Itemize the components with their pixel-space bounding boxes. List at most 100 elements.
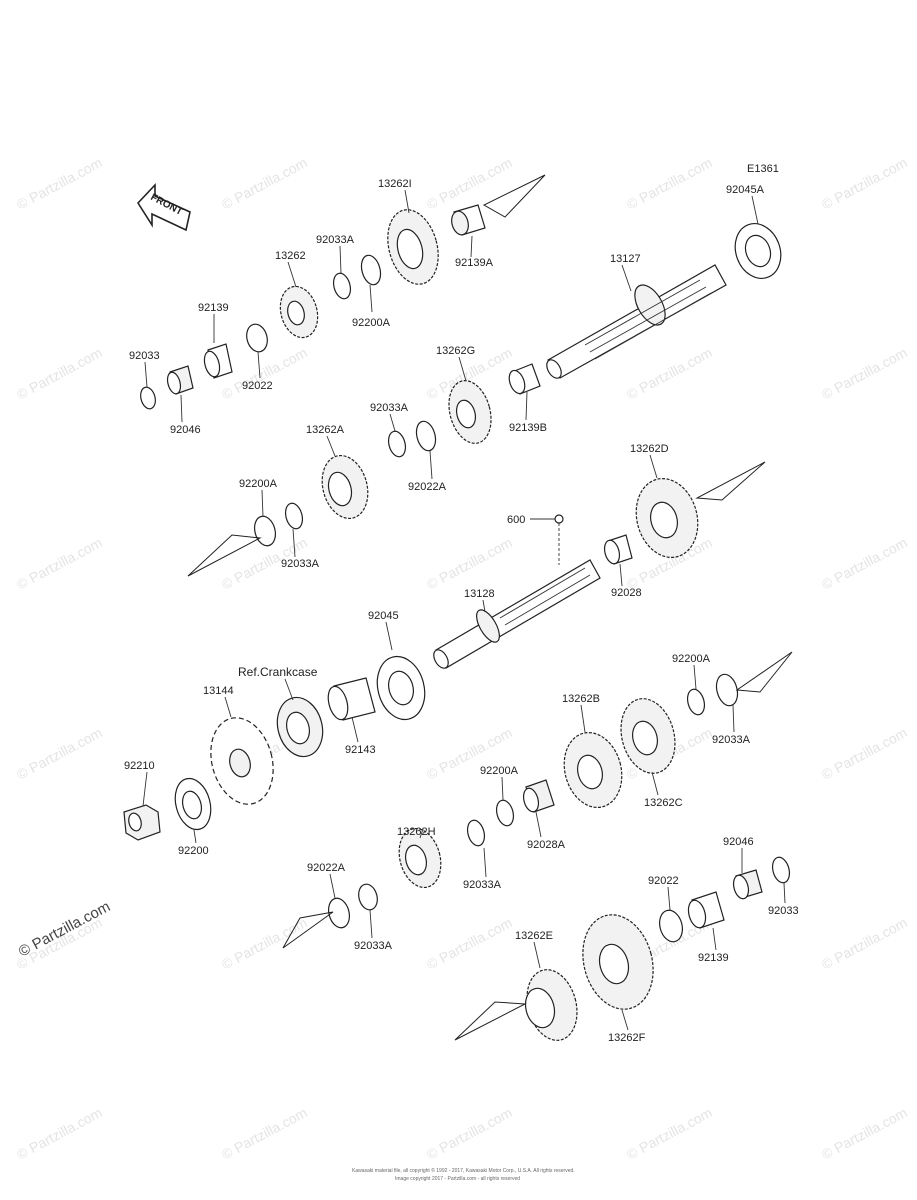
circlip-92033a-1 [332, 272, 352, 300]
label-13262d: 13262D [630, 443, 669, 455]
gear-13262i [387, 209, 439, 285]
label-13127: 13127 [610, 253, 641, 265]
label-92022-2: 92022 [648, 875, 679, 887]
bushing-92028 [603, 534, 633, 565]
watermark-text: © Partzilla.com [219, 1104, 310, 1162]
watermark-text: © Partzilla.com [819, 154, 910, 212]
gear-13262h [398, 827, 442, 889]
label-13262e: 13262E [515, 930, 553, 942]
bushing-92139-2 [687, 891, 725, 929]
label-92022a-2: 92022A [307, 862, 346, 874]
watermark-text: © Partzilla.com [14, 1104, 105, 1162]
watermark-text: © Partzilla.com [819, 344, 910, 402]
label-13128: 13128 [464, 588, 495, 600]
gear-13262e [524, 969, 578, 1041]
watermark-text: © Partzilla.com [819, 534, 910, 592]
label-92033a-3: 92033A [281, 558, 320, 570]
gear-13262f [582, 914, 654, 1010]
watermark-text: © Partzilla.com [819, 1104, 910, 1162]
washer-92022-2 [658, 909, 684, 943]
copyright-line-1: Kawasaki material file, all copyright © … [352, 1167, 575, 1174]
washer-92200a-2 [253, 515, 277, 547]
gear-13262a [321, 454, 369, 520]
label-92033-2: 92033 [768, 905, 799, 917]
label-92139-2: 92139 [698, 952, 729, 964]
watermark-text: © Partzilla.com [14, 724, 105, 782]
watermark-text: © Partzilla.com [219, 914, 310, 972]
label-92139a: 92139A [455, 257, 494, 269]
label-92028a: 92028A [527, 839, 566, 851]
circlip-92033a-6 [358, 883, 378, 911]
circlip-92033a-3 [284, 502, 304, 530]
diagram-code: E1361 [747, 163, 779, 175]
label-92046-2: 92046 [723, 836, 754, 848]
label-13262c: 13262C [644, 797, 683, 809]
input-shaft-13127 [546, 264, 727, 379]
needle-bearing-92046-1 [166, 365, 194, 395]
label-92045a: 92045A [726, 184, 765, 196]
label-92200a-4: 92200A [480, 765, 519, 777]
label-13262f: 13262F [608, 1032, 646, 1044]
watermark-text: © Partzilla.com [14, 534, 105, 592]
label-13262h: 13262H [397, 826, 436, 838]
watermark-text: © Partzilla.com [219, 154, 310, 212]
reference-lines [187, 174, 793, 1041]
bearing-92045a [734, 223, 782, 279]
label-92200: 92200 [178, 845, 209, 857]
label-92200a-1: 92200A [352, 317, 391, 329]
leader-lines [142, 189, 786, 1031]
label-92033a-5: 92033A [354, 940, 393, 952]
output-shaft-13128 [433, 559, 601, 669]
watermark-text: © Partzilla.com [219, 344, 310, 402]
washer-92022a-2 [327, 897, 351, 929]
label-92033a-1: 92033A [316, 234, 355, 246]
oil-seal [276, 696, 324, 758]
circlip-92033-2 [771, 856, 791, 884]
label-92022a-1: 92022A [408, 481, 447, 493]
label-92139b: 92139B [509, 422, 547, 434]
gear-13262b [563, 731, 623, 809]
nut-92210 [123, 804, 161, 841]
gear-13262 [279, 285, 319, 339]
ref-crankcase-note: Ref.Crankcase [238, 665, 318, 679]
label-92033a-2: 92033A [370, 402, 409, 414]
watermark-text: © Partzilla.com [424, 914, 515, 972]
label-92200a-3: 92200A [672, 653, 711, 665]
washer-92022a-1 [415, 420, 437, 452]
label-92045: 92045 [368, 610, 399, 622]
washer-92022-1 [246, 323, 268, 353]
watermark-text: © Partzilla.com [14, 344, 105, 402]
bushing-92139b [508, 363, 541, 395]
gear-13262c [620, 698, 676, 774]
washer-92200a-4 [495, 799, 515, 827]
label-92028: 92028 [611, 587, 642, 599]
circlip-92033a-4 [715, 673, 739, 707]
label-92033-1: 92033 [129, 350, 160, 362]
bushing-92139 [203, 343, 233, 379]
bearing-92045 [376, 655, 426, 721]
needle-bearing-92028a [522, 779, 555, 813]
sprocket-13144 [210, 717, 274, 805]
watermark-text: © Partzilla.com [624, 344, 715, 402]
label-600: 600 [507, 514, 525, 526]
bearing-92139a [451, 204, 486, 236]
bushing-92143 [327, 677, 376, 721]
watermark-text: © Partzilla.com [424, 534, 515, 592]
watermark-text: © Partzilla.com [14, 154, 105, 212]
label-92210: 92210 [124, 760, 155, 772]
label-92033a-6: 92033A [463, 879, 502, 891]
circlip-92033a-2 [387, 430, 407, 458]
front-arrow-icon: FRONT [136, 182, 191, 232]
label-13262b: 13262B [562, 693, 600, 705]
label-13262: 13262 [275, 250, 306, 262]
gear-13262g [448, 380, 492, 444]
copyright-line-2: Image copyright 2017 - Partzilla.com - a… [395, 1176, 520, 1182]
circlip-92033a-5 [466, 819, 486, 847]
needle-bearing-92046-2 [732, 869, 763, 900]
watermark-text: © Partzilla.com [424, 1104, 515, 1162]
label-92200a-2: 92200A [239, 478, 278, 490]
watermark-text: © Partzilla.com [624, 1104, 715, 1162]
label-13262a: 13262A [306, 424, 345, 436]
label-92139-1: 92139 [198, 302, 229, 314]
part-labels: 13262I 92045A 92033A 13262 92139A 13127 … [124, 178, 799, 1044]
